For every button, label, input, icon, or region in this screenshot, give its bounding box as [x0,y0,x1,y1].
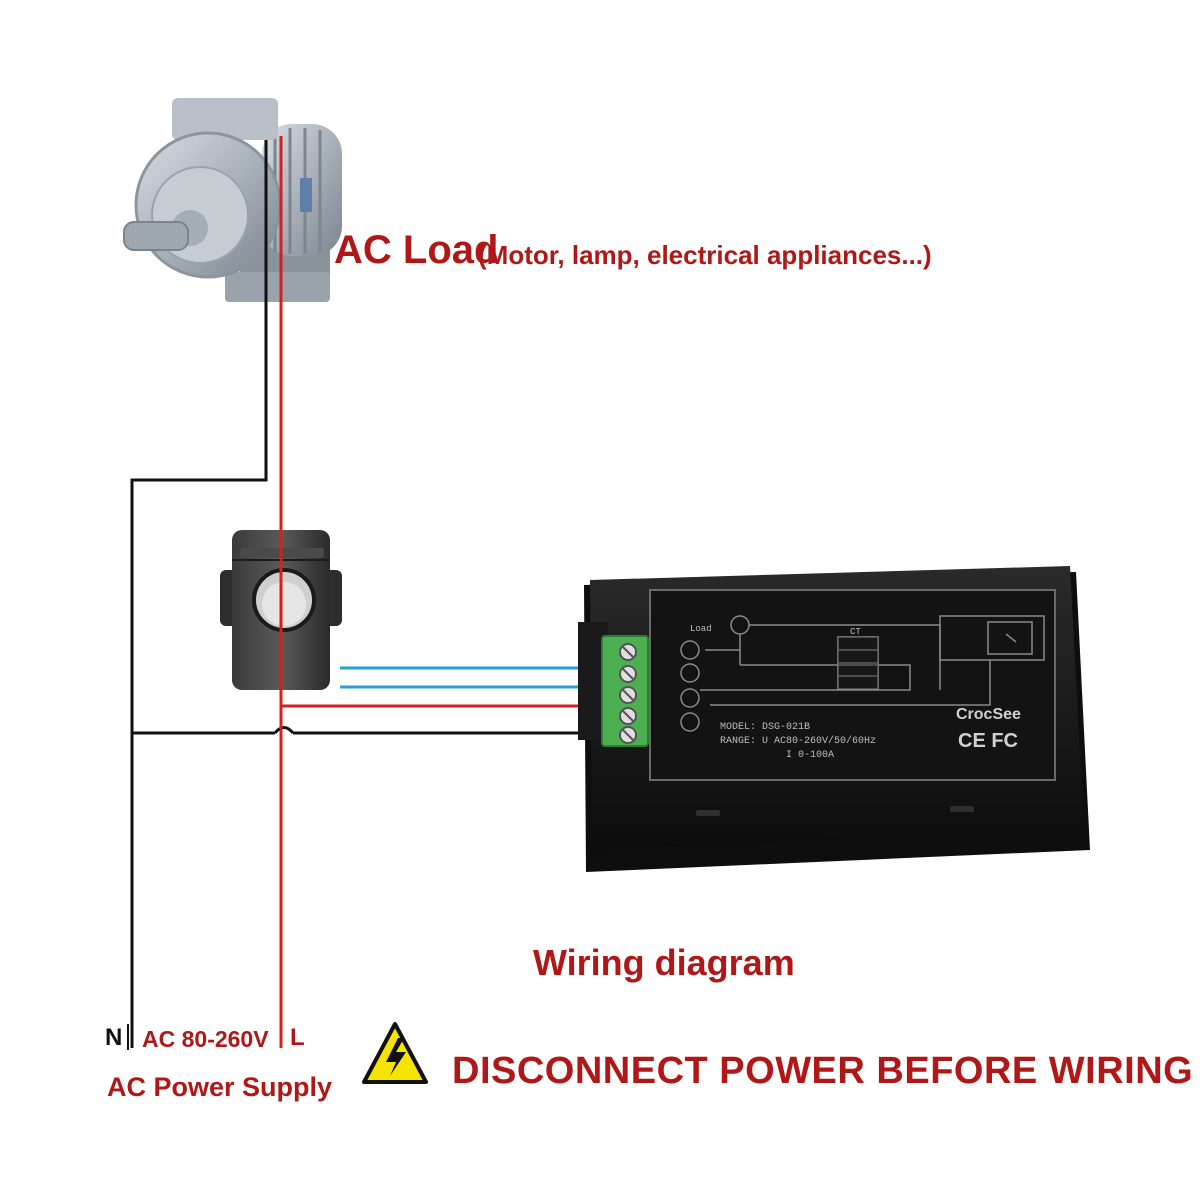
wiring-diagram-title: Wiring diagram [533,942,795,983]
device-certifications: CE FC [958,730,1018,752]
panel-load-label: Load [690,624,712,634]
device-brand: CrocSee [956,706,1021,723]
neutral-wire [130,140,600,1048]
device-range-line-2: I 0-100A [786,750,835,761]
panel-schematic [680,615,1045,732]
ct-signal-wire [340,666,600,689]
terminal-block[interactable] [601,635,649,747]
panel-ct-label: CT [850,627,861,637]
power-supply-label: AC Power Supply [107,1072,333,1102]
ac-load-title: AC Load [334,228,499,272]
motor-icon [123,98,342,302]
neutral-label: N [105,1024,123,1051]
high-voltage-warning-icon [362,1022,428,1084]
live-wire [279,136,600,1048]
warning-text: DISCONNECT POWER BEFORE WIRING [452,1050,1194,1092]
live-label: L [290,1024,305,1051]
power-meter-device [578,566,1090,872]
voltage-label: AC 80-260V [142,1026,269,1052]
device-range-line: RANGE: U AC80-260V/50/60Hz [720,736,877,747]
ac-load-subtitle: (Motor, lamp, electrical appliances...) [478,240,932,270]
device-model-line: MODEL: DSG-021B [720,722,811,733]
